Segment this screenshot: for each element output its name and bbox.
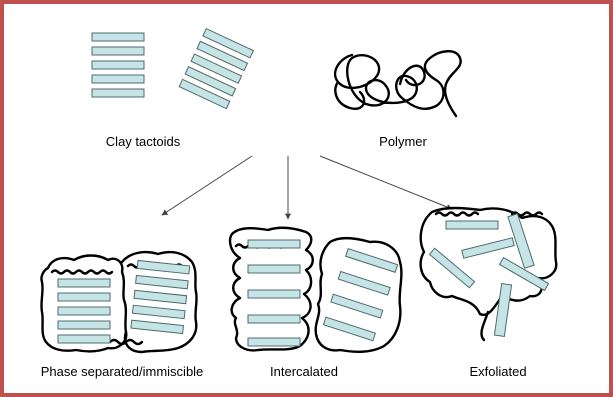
phase-separated-structure <box>41 252 196 352</box>
intercalated-structure <box>230 228 401 352</box>
clay-tactoid-stack-straight <box>92 33 144 97</box>
polymer-chain <box>335 51 461 116</box>
label-phase-separated: Phase separated/immiscible <box>41 364 204 379</box>
exfoliated-structure <box>421 208 557 340</box>
label-polymer: Polymer <box>379 134 427 149</box>
clay-tactoid-stack-tilted <box>179 29 253 109</box>
arrow-to-exfoliated <box>320 156 452 209</box>
arrow-to-phase-separated <box>162 156 252 215</box>
label-exfoliated: Exfoliated <box>469 364 526 379</box>
label-clay-tactoids: Clay tactoids <box>106 134 180 149</box>
label-intercalated: Intercalated <box>270 364 338 379</box>
